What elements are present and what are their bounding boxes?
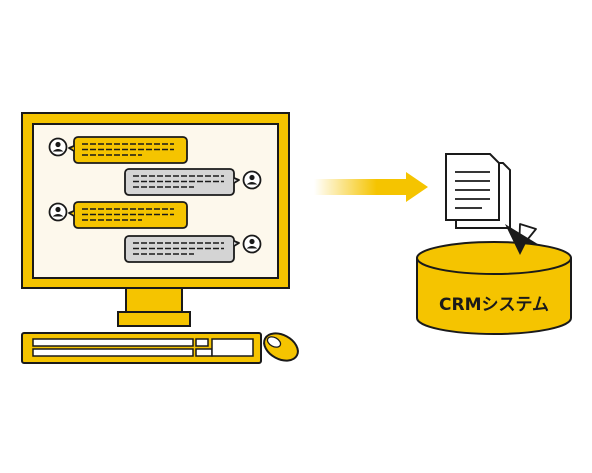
database-label: CRMシステム [439,295,549,315]
keyboard-icon [21,332,262,364]
person-icon [242,170,262,190]
person-icon [242,234,262,254]
person-icon [48,202,68,222]
chat-bubble-icon [124,235,240,263]
chat-message-incoming [48,136,188,164]
chat-message-outgoing [124,234,262,263]
chat-bubble-icon [124,168,240,196]
person-icon [48,137,68,157]
document-icon [445,153,511,229]
chat-message-outgoing [124,168,262,196]
chat-bubble-icon [68,201,188,229]
chat-bubble-icon [68,136,188,164]
mouse-icon [263,332,299,362]
cursor-icon [505,223,541,255]
arrow-right-icon [314,172,428,202]
database-icon: CRMシステム [416,241,572,335]
chat-message-incoming [48,201,188,229]
